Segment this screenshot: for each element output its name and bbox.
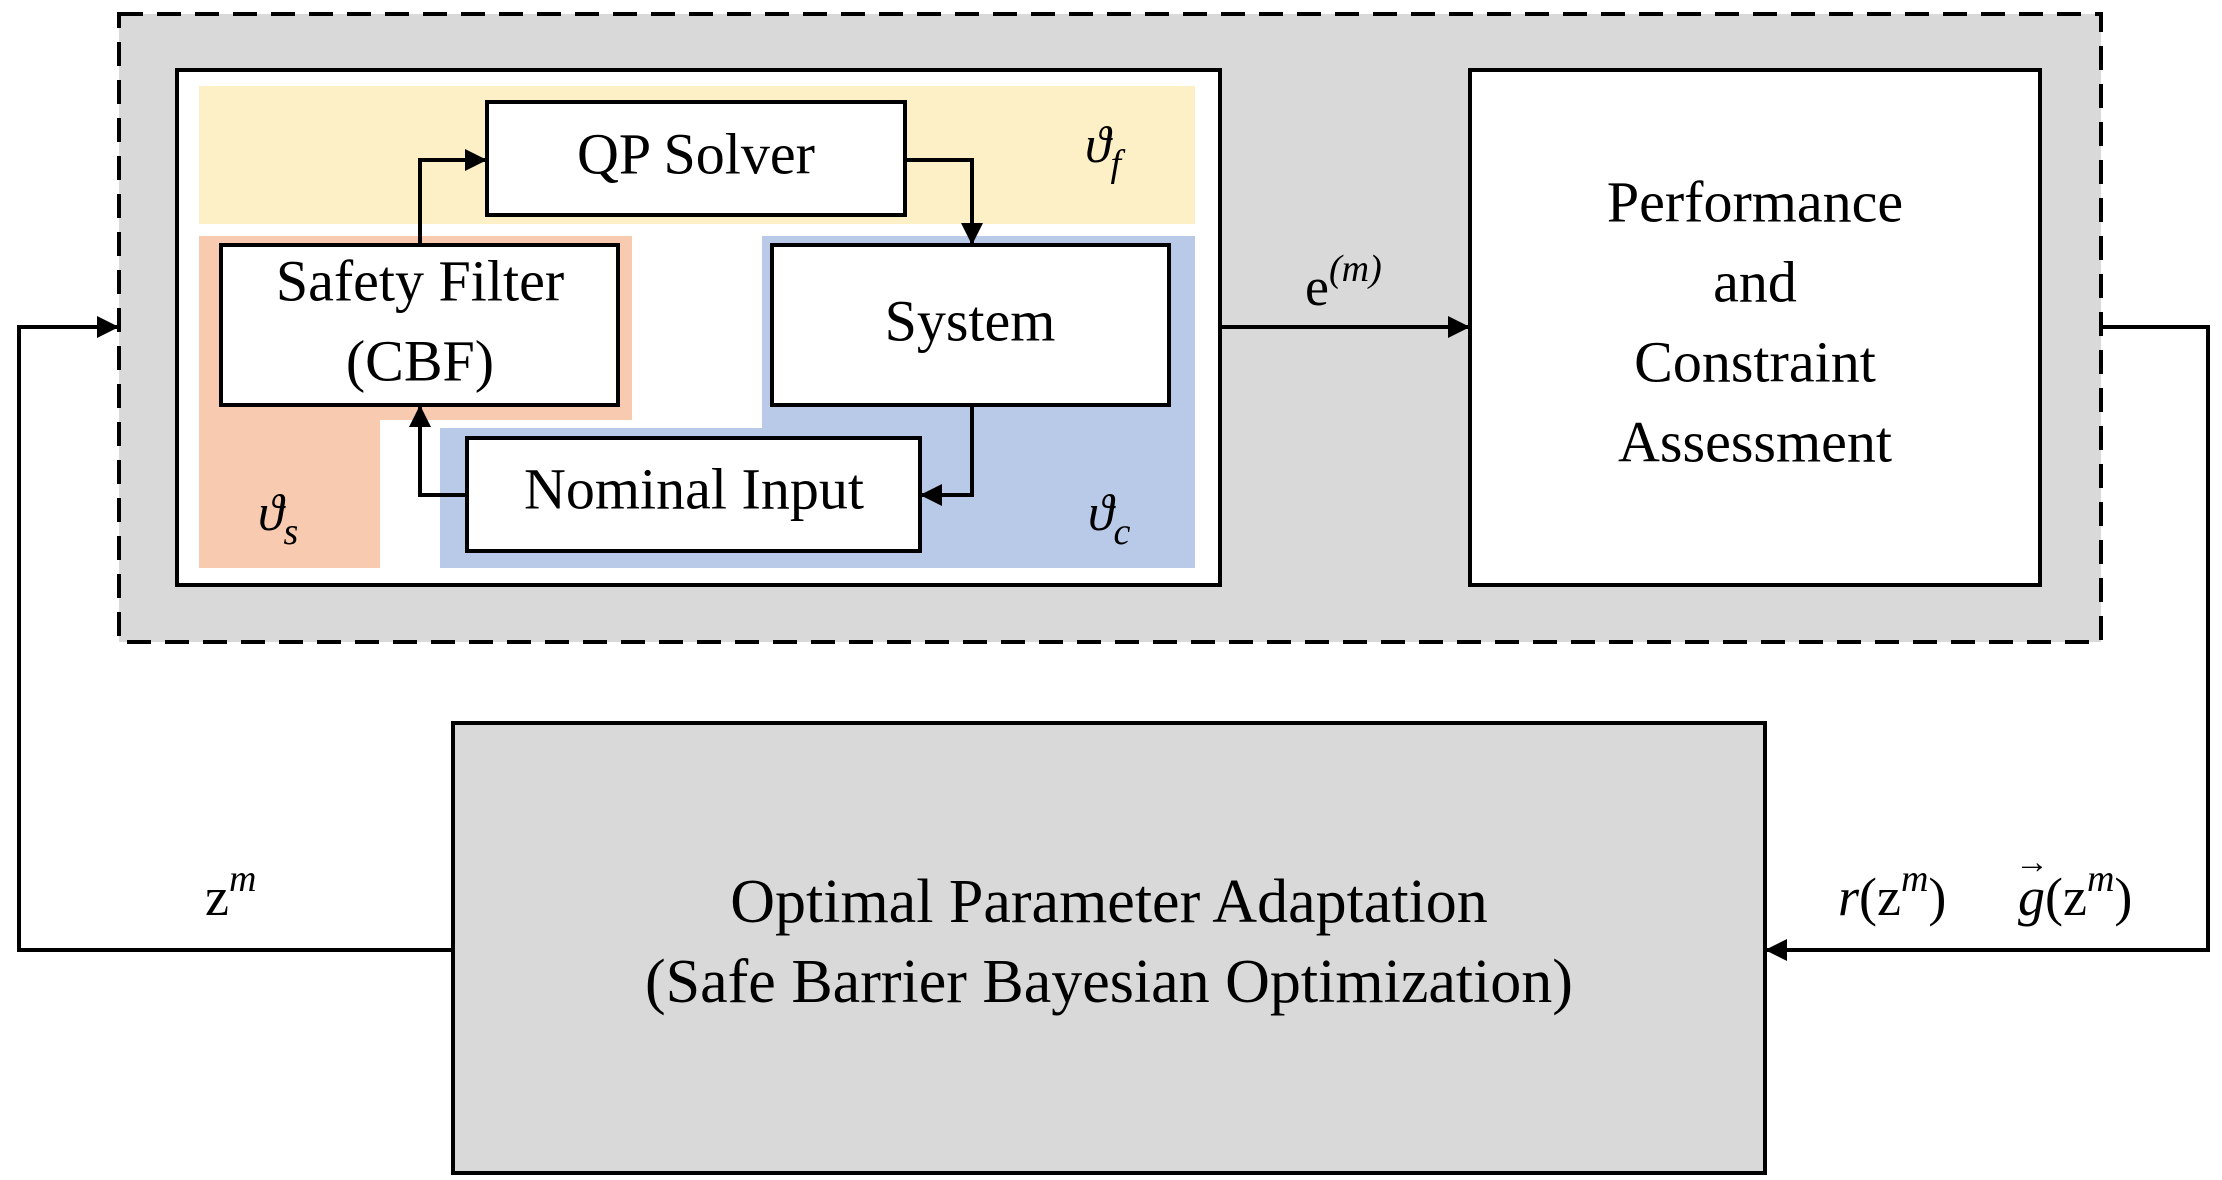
optimizer-label-line2: (Safe Barrier Bayesian Optimization) [645, 948, 1573, 1016]
assessment-label-line3: Constraint [1634, 329, 1876, 394]
error-superscript: (m) [1329, 248, 1382, 290]
safety-filter-block [219, 243, 620, 407]
error-signal-label: e(m) [1305, 248, 1382, 317]
r-z-superscript: m [1901, 858, 1928, 900]
nominal-input-to-safety-filter-arrow [409, 405, 467, 497]
qp-solver-label: QP Solver [577, 121, 815, 186]
r-z-arg: z [1877, 867, 1901, 927]
theta-s-symbol: ϑ [258, 485, 286, 542]
constraint-signal-label: g(zm) [2018, 858, 2132, 927]
safety-filter-label-line1: Safety Filter [276, 248, 564, 313]
g-z-arg: z [2063, 867, 2087, 927]
system-label: System [885, 288, 1056, 353]
r-function: r [1838, 867, 1860, 927]
assessment-label-line4: Assessment [1618, 409, 1892, 474]
qp-to-system-arrow [905, 158, 983, 245]
r-open-paren: ( [1859, 867, 1877, 927]
optimizer-to-system-arrow [17, 316, 453, 952]
g-open-paren: ( [2045, 867, 2063, 927]
safety-filter-label-line2: (CBF) [346, 328, 494, 393]
system-to-nominal-input-arrow [920, 405, 974, 506]
theta-c-symbol: ϑ [1088, 485, 1116, 542]
g-function: g [2018, 867, 2045, 927]
theta-f-symbol: ϑ [1085, 117, 1113, 174]
g-z-superscript: m [2087, 858, 2114, 900]
assessment-label-line1: Performance [1607, 169, 1903, 234]
theta-c-label: ϑc [1088, 485, 1131, 553]
error-base: e [1305, 257, 1329, 317]
optimizer-block [451, 721, 1767, 1175]
theta-s-subscript: s [284, 511, 299, 553]
assessment-label-line2: and [1713, 249, 1797, 314]
optimizer-label-line1: Optimal Parameter Adaptation [730, 868, 1488, 936]
g-close-paren: ) [2114, 867, 2132, 927]
r-close-paren: ) [1928, 867, 1946, 927]
theta-c-subscript: c [1114, 511, 1131, 553]
safety-filter-to-qp-arrow [418, 149, 487, 245]
reward-signal-label: r(zm) [1838, 858, 1946, 927]
constraint-vector-arrow: → [2015, 844, 2049, 881]
system-block [770, 243, 1171, 407]
z-signal-label: zm [205, 858, 256, 927]
z-base: z [205, 867, 229, 927]
assessment-to-optimizer-arrow [1765, 325, 2210, 961]
theta-s-label: ϑs [258, 485, 298, 553]
z-superscript: m [229, 858, 256, 900]
assessment-block [1468, 68, 2042, 587]
nominal-input-label: Nominal Input [524, 456, 864, 521]
